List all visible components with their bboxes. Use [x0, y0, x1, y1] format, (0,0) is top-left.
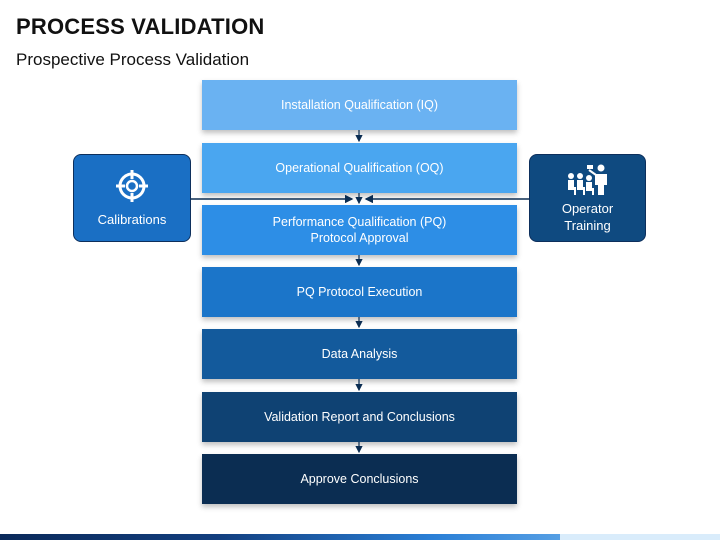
step-label: PQ Protocol Execution [296, 285, 423, 299]
step-validation-report: Validation Report and Conclusions [202, 392, 517, 442]
bottom-accent-bar [0, 534, 720, 540]
calibrations-label: Calibrations [97, 211, 167, 227]
step-installation-qualification: Installation Qualification (IQ) [202, 80, 517, 130]
operator-training-box: Operator Training [529, 154, 646, 242]
page-subtitle: Prospective Process Validation [16, 50, 250, 69]
step-performance-qualification: Performance Qualification (PQ) Protocol … [202, 205, 517, 255]
step-label: Performance Qualification (PQ) [272, 215, 447, 229]
step-label: Operational Qualification (OQ) [275, 161, 444, 175]
step-approve-conclusions: Approve Conclusions [202, 454, 517, 504]
step-operational-qualification: Operational Qualification (OQ) [202, 143, 517, 193]
step-label-line2: Protocol Approval [310, 231, 409, 245]
step-data-analysis: Data Analysis [202, 329, 517, 379]
operator-training-label-line1: Operator [561, 201, 614, 216]
step-label: Approve Conclusions [300, 472, 419, 486]
operator-training-label-line2: Training [564, 218, 611, 233]
training-icon [565, 162, 611, 196]
step-label: Installation Qualification (IQ) [280, 98, 438, 112]
calibrations-box: Calibrations [73, 154, 191, 242]
page-title: PROCESS VALIDATION [16, 14, 265, 39]
crosshair-icon [115, 169, 149, 203]
bottom-accent-light [560, 534, 720, 540]
step-label: Validation Report and Conclusions [264, 410, 455, 424]
step-label: Data Analysis [321, 347, 398, 361]
step-pq-protocol-execution: PQ Protocol Execution [202, 267, 517, 317]
